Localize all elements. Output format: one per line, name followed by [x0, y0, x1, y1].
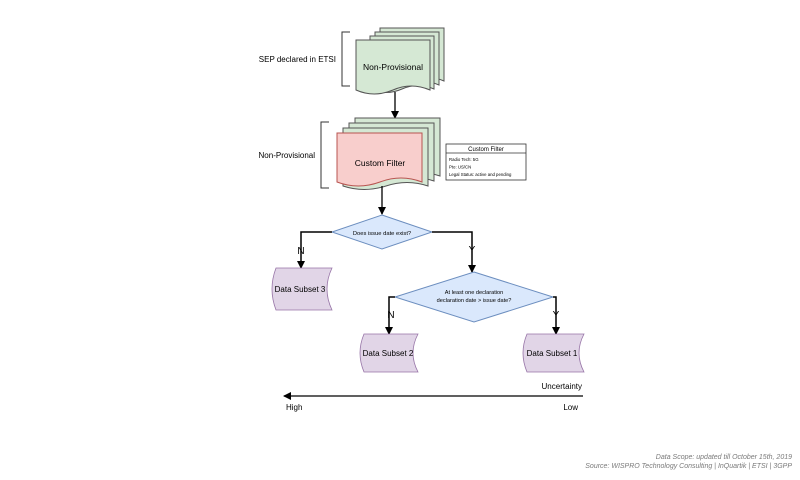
filter-box-legal-status: Legal Status: active and pending — [449, 172, 512, 177]
branch-y1-label: Y — [469, 245, 476, 256]
filter-box-title: Custom Filter — [468, 147, 504, 153]
branch-n2-line — [385, 296, 395, 335]
uncertainty-title: Uncertainty — [542, 382, 582, 391]
decision-declaration-line2: declaration date > issue date? — [437, 298, 512, 304]
sep-declared-label: SEP declared in ETSI — [259, 55, 336, 64]
data-subset-1-shape — [522, 333, 585, 373]
branch-n1-label: N — [297, 246, 304, 257]
data-subset-3-shape — [271, 267, 333, 311]
decision-issue-date-label: Does issue date exist? — [353, 231, 412, 237]
branch-n2-label: N — [387, 310, 394, 321]
filter-info-box: Custom Filter Radio Tech: 5G Pto: US/CN … — [445, 143, 527, 181]
decision-declaration — [393, 271, 555, 323]
non-provisional-doc — [355, 39, 431, 95]
data-subset-2-shape — [359, 333, 419, 373]
non-provisional-bracket-label: Non-Provisional — [259, 151, 316, 160]
uncertainty-low: Low — [563, 403, 578, 412]
non-provisional-label: Non-Provisional — [363, 62, 423, 72]
data-subset-3-label: Data Subset 3 — [275, 285, 326, 294]
non-provisional-bracket — [320, 121, 329, 189]
data-subset-1-label: Data Subset 1 — [527, 349, 578, 358]
filter-box-radio-tech: Radio Tech: 5G — [449, 157, 479, 162]
branch-y2-label: Y — [553, 310, 560, 321]
branch-y1-line — [432, 231, 476, 273]
footer-source: Source: WISPRO Technology Consulting | I… — [585, 463, 792, 470]
decision-declaration-line1: At least one declaration — [445, 290, 503, 296]
decision-issue-date — [330, 214, 434, 250]
custom-filter-label: Custom Filter — [355, 158, 406, 168]
data-subset-2-label: Data Subset 2 — [363, 349, 414, 358]
custom-filter-doc — [336, 132, 423, 187]
filter-box-pto: Pto: US/CN — [449, 165, 471, 170]
branch-y2-line — [552, 296, 560, 335]
branch-n1-line — [297, 231, 332, 269]
footer-data-scope: Data Scope: updated till October 15th, 2… — [655, 454, 792, 461]
uncertainty-high: High — [286, 403, 302, 412]
sep-bracket — [341, 31, 350, 87]
